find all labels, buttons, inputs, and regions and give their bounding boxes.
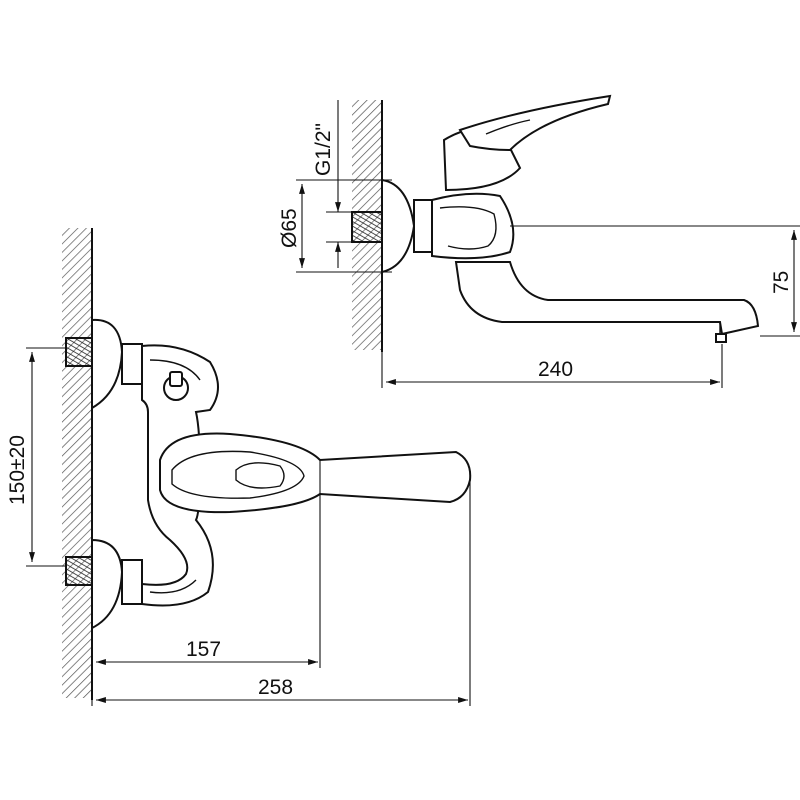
front-wall-hatch — [62, 228, 92, 698]
side-valve-body — [431, 192, 515, 260]
dim-diameter-label: Ø65 — [278, 208, 301, 248]
side-view: Ø65 G1/2" 75 240 — [278, 94, 800, 388]
dim-75-label: 75 — [770, 271, 793, 294]
upper-eccentric — [65, 318, 143, 410]
front-view: 150±20 157 258 — [6, 228, 472, 706]
dim-258-label: 258 — [258, 676, 293, 699]
side-flange — [381, 178, 416, 274]
dim-240-label: 240 — [538, 358, 573, 381]
side-lever — [458, 94, 612, 152]
dim-157-label: 157 — [186, 638, 221, 661]
dim-thread-label: G1/2" — [312, 123, 335, 176]
lower-eccentric — [65, 538, 143, 630]
dim-centers-label: 150±20 — [6, 435, 29, 505]
side-spout — [454, 261, 760, 336]
lever-handle — [159, 432, 472, 514]
